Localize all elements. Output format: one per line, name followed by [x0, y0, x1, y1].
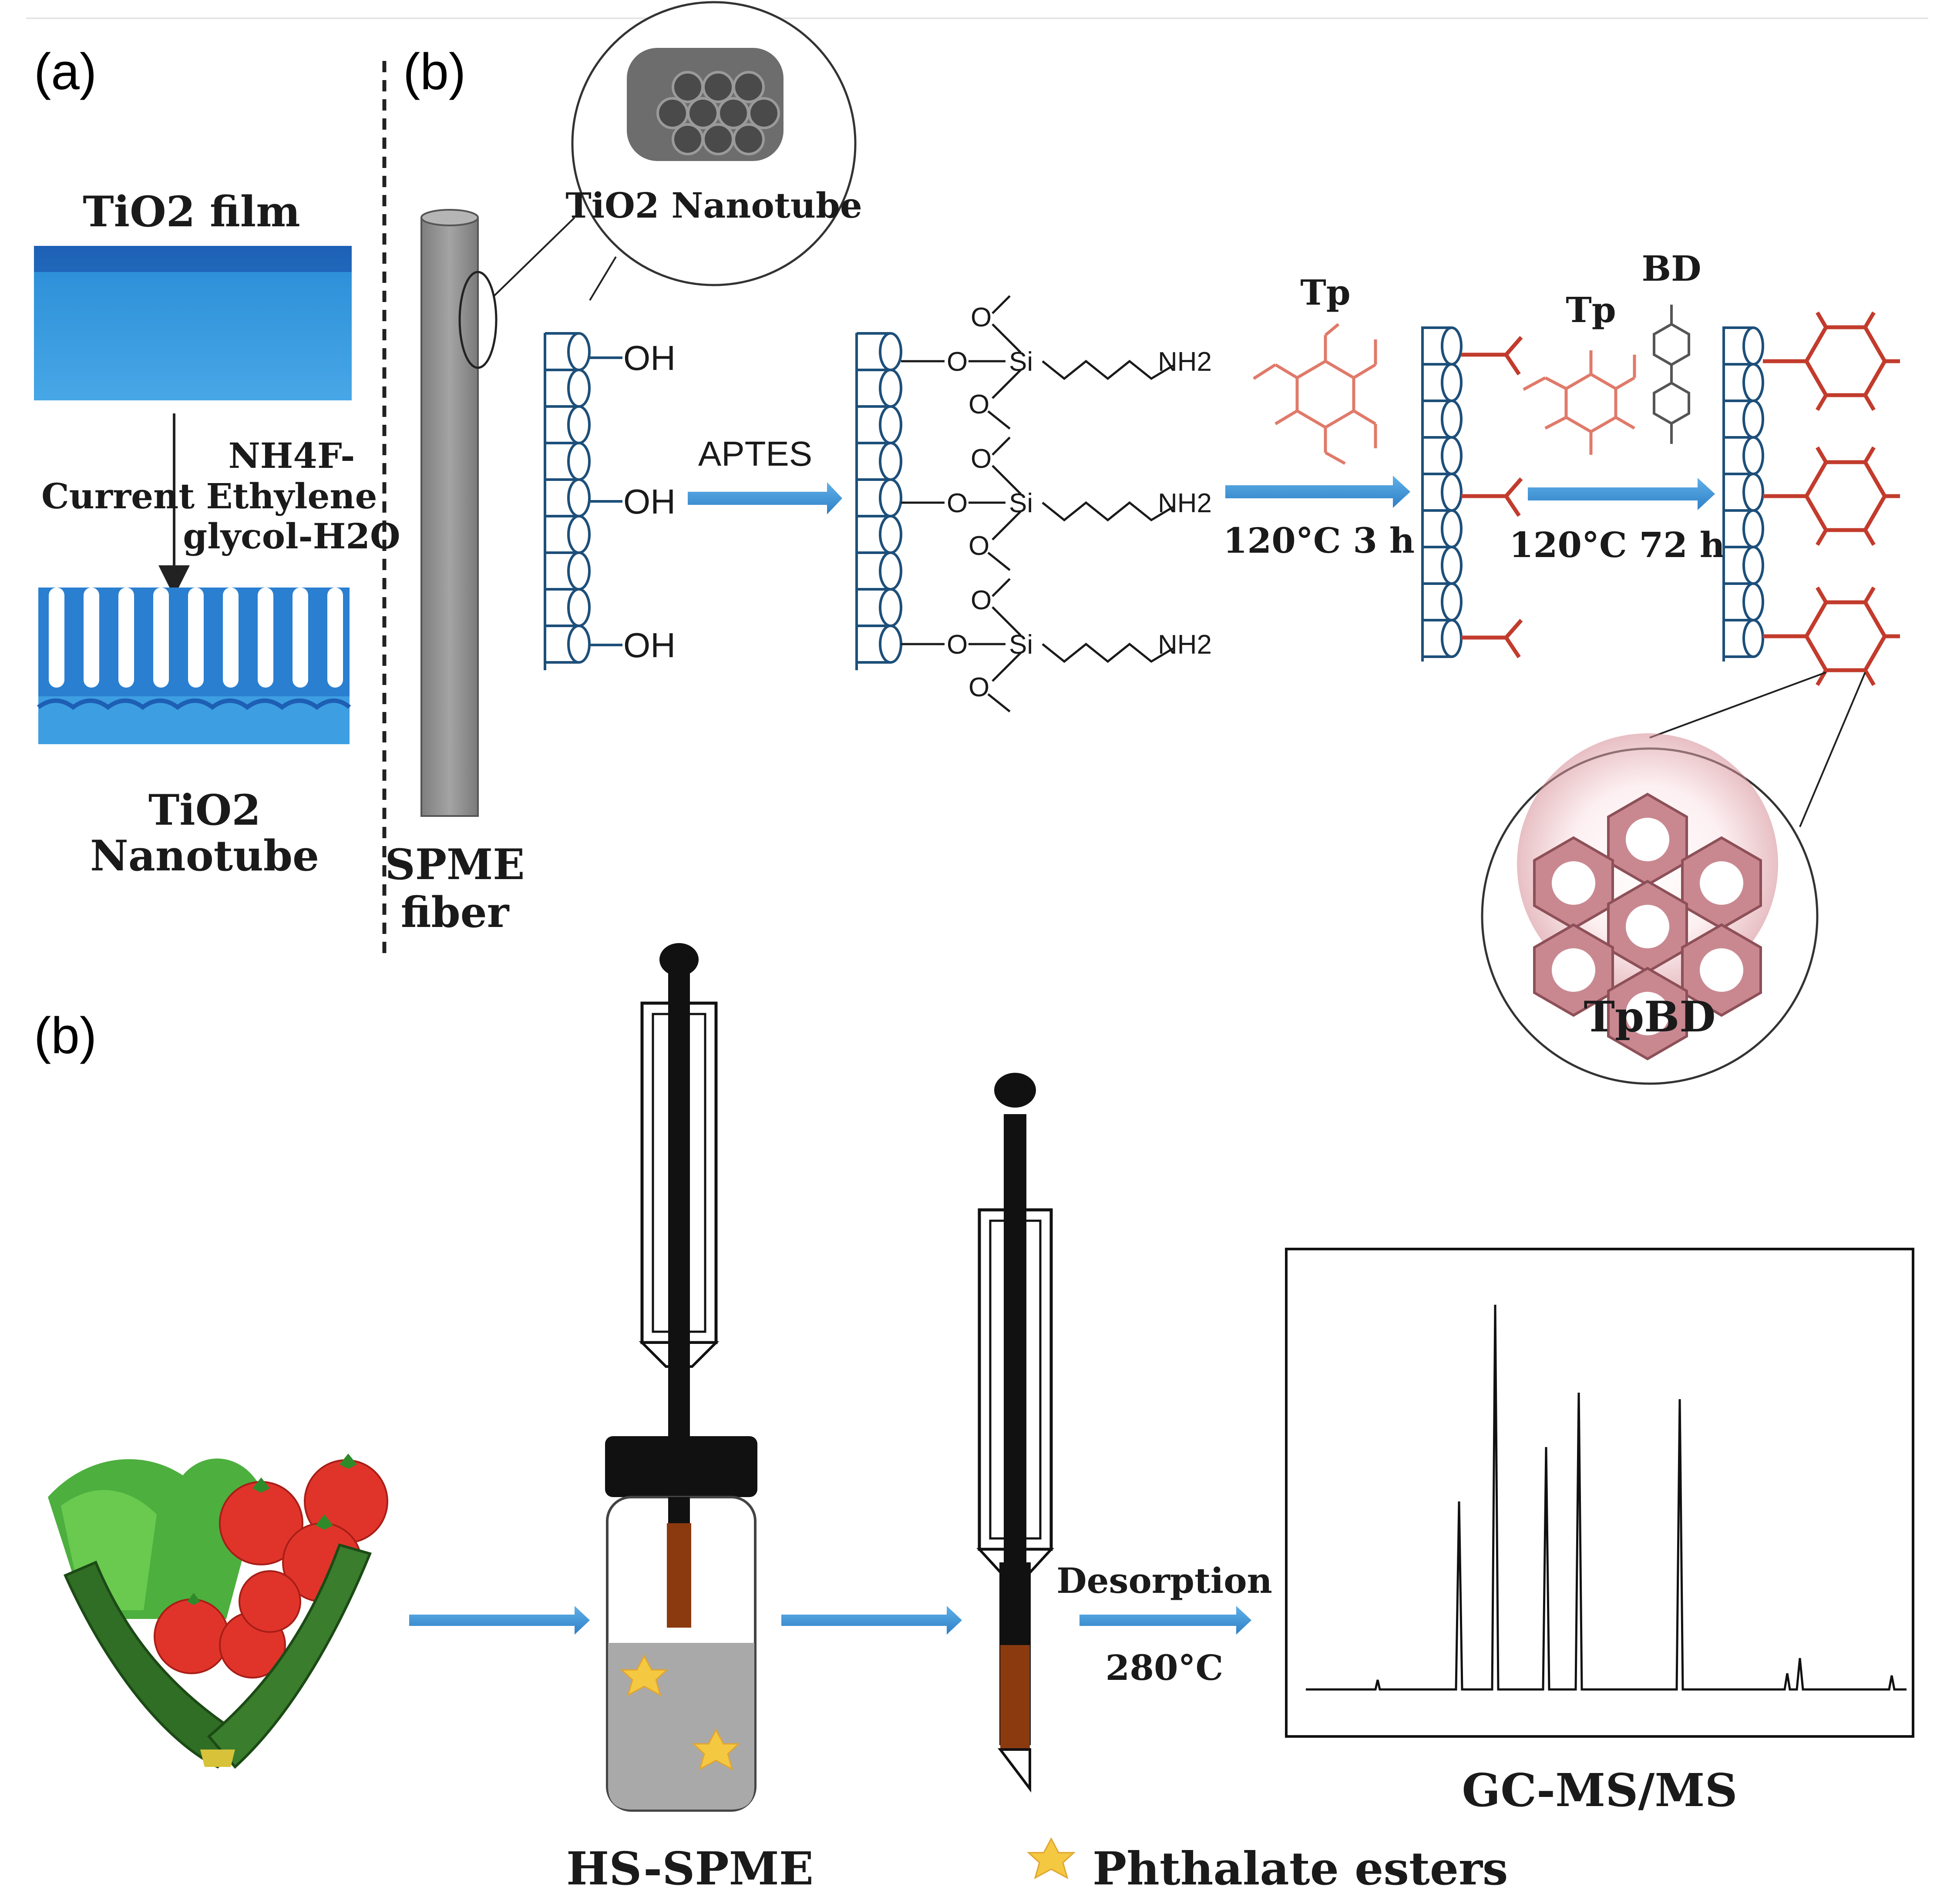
desorption-temperature: 280°C	[1106, 1647, 1224, 1688]
nh2-label-r1: NH2	[1158, 347, 1212, 377]
hs-spme-assembly	[605, 943, 757, 1812]
chromatogram-trace	[1306, 1304, 1907, 1691]
desorption-syringe	[976, 1073, 1054, 1793]
vegetables-illustration	[48, 1454, 388, 1769]
workflow: HS-SPME Desorption 280°C GC-MS/MS Phthal…	[48, 943, 1914, 1895]
spme-fiber-line1: SPME	[385, 840, 525, 889]
tio2-nanotube-line2: Nanotube	[90, 831, 319, 880]
nanotube-bundle-icon	[627, 48, 784, 161]
vegetables-to-spme-arrow	[409, 1606, 590, 1635]
desorption-label: Desorption	[1056, 1560, 1272, 1601]
tp-molecule-2	[1523, 350, 1636, 455]
tio2-nanotube-line1: TiO2	[148, 786, 261, 835]
tio2-nanotube-inset-label: TiO2 Nanotube	[565, 185, 862, 226]
electrolyte-line3: glycol-H2O	[183, 516, 400, 557]
star-legend-icon	[1027, 1837, 1076, 1880]
desorption-arrow	[1079, 1606, 1251, 1635]
panel-b-top: SPME fiber TiO2 Nanotube	[385, 1, 1900, 1085]
step2-bd-label: BD	[1642, 248, 1702, 289]
oh-label-3: OH	[623, 626, 676, 665]
step2-conditions: 120°C 72 h	[1509, 524, 1725, 565]
chromatogram-frame	[1285, 1248, 1914, 1738]
step2-tp-label: Tp	[1566, 289, 1616, 330]
o-label-r2: O	[947, 488, 968, 518]
electrolyte-line1: NH4F-	[229, 435, 355, 476]
nh2-label-r2: NH2	[1158, 488, 1212, 518]
aptes-label: APTES	[698, 434, 812, 473]
si-label-r2: Si	[1009, 488, 1033, 518]
o-label-r3-top: O	[971, 585, 992, 615]
tp-molecule-1	[1253, 323, 1377, 465]
step1-arrow	[1225, 476, 1410, 508]
nanotube-array	[37, 588, 351, 744]
o-label-r1: O	[947, 347, 968, 377]
panel-label-b-bottom: (b)	[34, 1007, 97, 1064]
tp-anchors	[1461, 336, 1523, 658]
current-label: Current	[41, 476, 195, 517]
hs-spme-label: HS-SPME	[566, 1842, 814, 1895]
gc-ms-label: GC-MS/MS	[1462, 1763, 1737, 1817]
o-label-r1-bottom: O	[968, 390, 989, 420]
bd-molecule	[1653, 305, 1690, 444]
o-label-r2-top: O	[971, 444, 992, 474]
oh-label-1: OH	[623, 339, 676, 377]
nh2-label-r3: NH2	[1158, 630, 1212, 660]
si-label-r1: Si	[1009, 347, 1033, 377]
step2-arrow	[1528, 478, 1715, 510]
tpbd-zoom-line-1	[1649, 672, 1826, 739]
tube-column-aptes	[855, 332, 902, 670]
legend-phthalate-esters: Phthalate esters	[1093, 1842, 1508, 1895]
spme-to-desorption-arrow	[781, 1606, 962, 1635]
panel-label-b-top: (b)	[403, 43, 466, 101]
tio2-film-label: TiO2 film	[83, 187, 300, 236]
tio2-film-top-layer	[34, 246, 352, 272]
panel-label-a: (a)	[34, 43, 97, 101]
o-label-r3-bottom: O	[968, 672, 989, 702]
cof-hexagons	[1763, 311, 1900, 686]
spme-fiber-line2: fiber	[401, 888, 510, 937]
zoom-line-2	[589, 256, 617, 301]
step1-conditions: 120°C 3 h	[1223, 520, 1415, 561]
fiber-zoom-ellipse	[458, 271, 498, 369]
zoom-line-1	[493, 217, 575, 297]
aptes-arrow	[688, 482, 842, 514]
tube-column-cof	[1722, 326, 1764, 662]
spme-fiber-rod	[420, 217, 479, 817]
o-label-r3: O	[947, 630, 968, 660]
spme-fiber-top	[420, 209, 479, 226]
tpbd-structure-icon	[1517, 733, 1778, 1061]
tube-column-tp	[1421, 326, 1463, 662]
step1-tp-label: Tp	[1300, 272, 1350, 313]
si-label-r3: Si	[1009, 630, 1033, 660]
panel-a: TiO2 film Current NH4F- Ethylene glycol-…	[34, 187, 400, 880]
electrolyte-line2: Ethylene	[206, 476, 377, 517]
silane-bonds	[901, 295, 1174, 712]
tpbd-zoom-line-2	[1799, 672, 1866, 827]
tube-column-oh	[544, 332, 622, 670]
tpbd-label: TpBD	[1584, 992, 1716, 1041]
o-label-r1-top: O	[971, 302, 992, 332]
o-label-r2-bottom: O	[968, 531, 989, 561]
oh-label-2: OH	[623, 482, 676, 521]
